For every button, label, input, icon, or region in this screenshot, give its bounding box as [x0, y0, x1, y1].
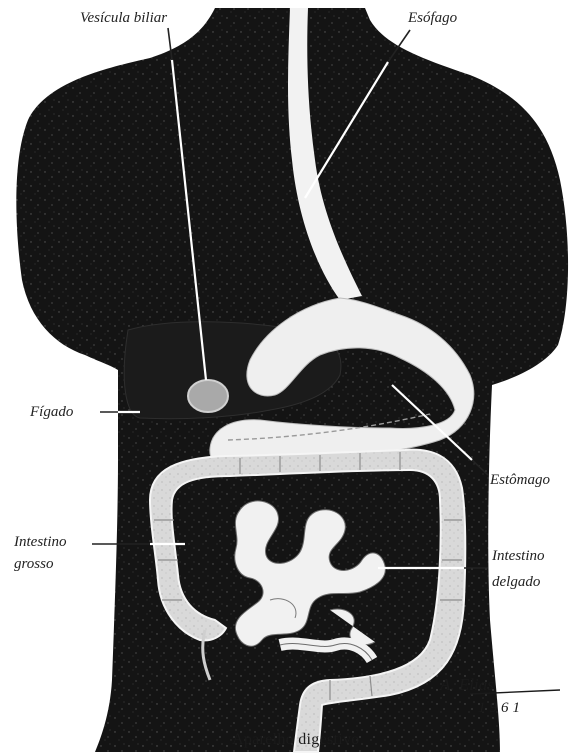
label-intestino-delgado-line2: delgado	[492, 574, 541, 590]
label-intestino-grosso-line2: grosso	[14, 556, 54, 572]
gallbladder	[188, 380, 228, 412]
signature-name: A. Elias	[439, 675, 494, 694]
figure-caption: Aparelho digestivo	[232, 731, 360, 748]
label-intestino-grosso-line1: Intestino	[13, 534, 67, 550]
label-vesicula-biliar: Vesícula biliar	[80, 10, 167, 26]
signature-year: 1961	[478, 700, 524, 716]
label-estomago: Estômago	[489, 472, 551, 488]
label-intestino-delgado-line1: Intestino	[491, 548, 545, 564]
label-figado: Fígado	[29, 404, 74, 420]
label-esofago: Esófago	[407, 10, 458, 26]
